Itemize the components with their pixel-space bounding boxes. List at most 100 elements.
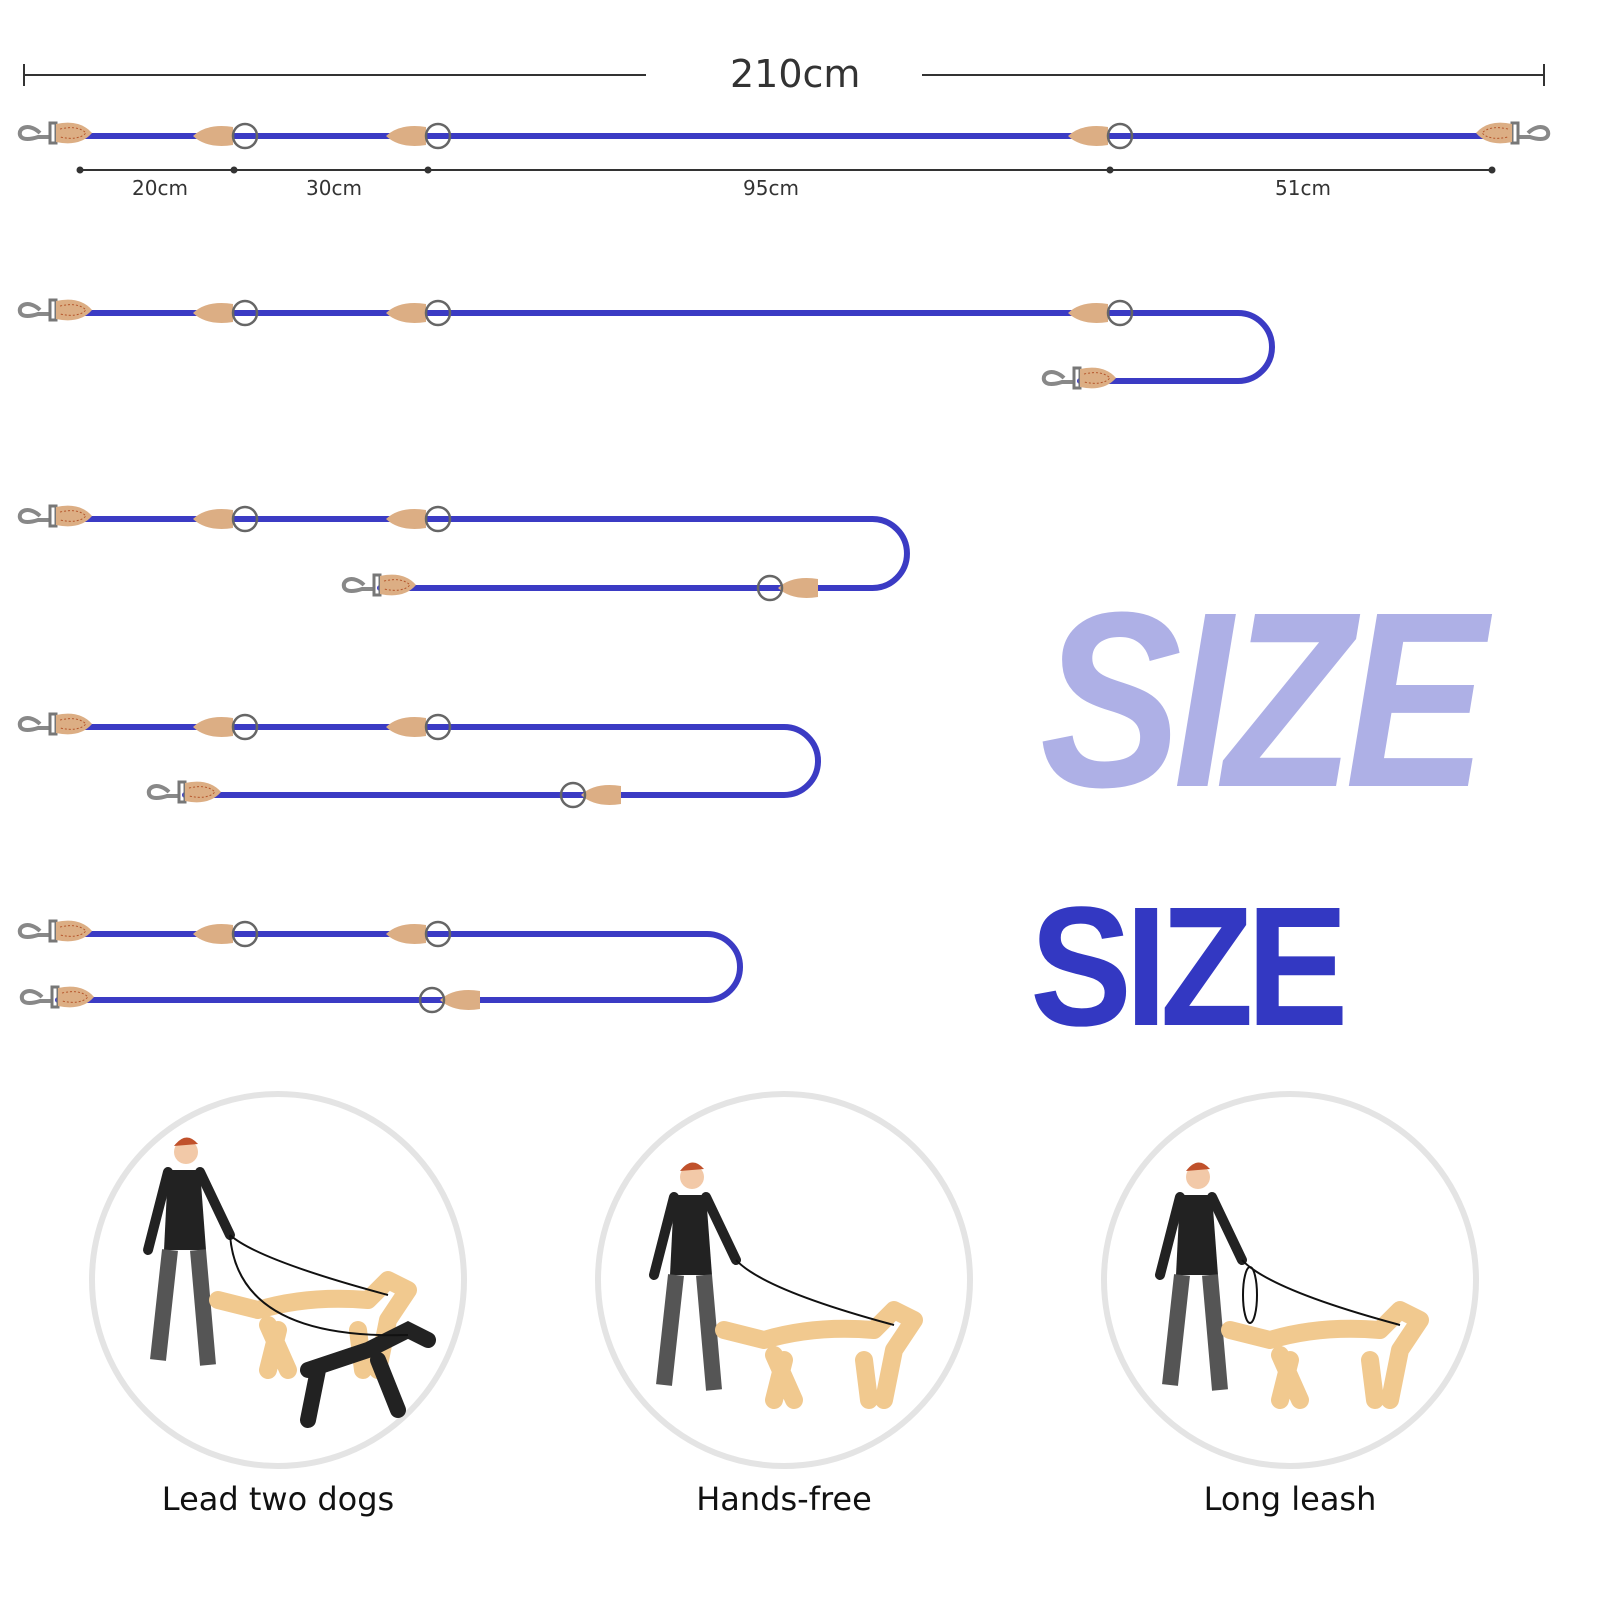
leather-end xyxy=(56,505,92,527)
swivel xyxy=(48,504,58,528)
swivel xyxy=(48,712,58,736)
mode-circle xyxy=(595,1091,973,1469)
o-ring xyxy=(231,122,259,150)
segment-length-4: 51cm xyxy=(1275,176,1331,200)
size-title: SIZE xyxy=(1030,872,1348,1062)
mode-circle xyxy=(89,1091,467,1469)
segment-length-1: 20cm xyxy=(132,176,188,200)
person-arms xyxy=(1155,1192,1247,1280)
o-ring xyxy=(418,986,446,1014)
size-title-outline: SIZE xyxy=(1040,560,1487,839)
leather-sleeve xyxy=(193,509,233,529)
person-head xyxy=(1186,1165,1210,1189)
o-ring xyxy=(424,713,452,741)
swivel xyxy=(1072,366,1082,390)
o-ring xyxy=(424,299,452,327)
snap-hook xyxy=(19,989,52,1005)
person-legs xyxy=(1162,1274,1228,1391)
mode-label-lead-two-dogs: Lead two dogs xyxy=(161,1480,395,1518)
swivel xyxy=(48,298,58,322)
clip-icon xyxy=(17,298,92,322)
rope xyxy=(57,310,1275,384)
segment-dot xyxy=(424,166,432,174)
mode-label-long-leash: Long leash xyxy=(1203,1480,1377,1518)
clip-icon xyxy=(1041,366,1116,390)
snap-hook xyxy=(17,302,50,318)
clip-icon xyxy=(17,712,92,736)
person-torso xyxy=(1176,1195,1218,1275)
mode-circle xyxy=(1101,1091,1479,1469)
stitching xyxy=(61,991,89,1003)
stitching xyxy=(1083,372,1111,384)
o-ring xyxy=(424,122,452,150)
snap-hook xyxy=(341,577,374,593)
swivel xyxy=(372,573,382,597)
leather-sleeve xyxy=(440,990,480,1010)
snap-hook xyxy=(1041,370,1074,386)
stitching xyxy=(59,718,87,730)
leather-sleeve xyxy=(778,578,818,598)
o-ring xyxy=(424,920,452,948)
stitching xyxy=(59,304,87,316)
leather-end xyxy=(56,299,92,321)
clip-icon xyxy=(146,780,221,804)
person-arms xyxy=(649,1192,741,1280)
o-ring xyxy=(231,713,259,741)
golden-dog xyxy=(715,1301,923,1409)
o-ring xyxy=(559,781,587,809)
o-ring xyxy=(231,920,259,948)
leather-end xyxy=(1080,367,1116,389)
snap-hook xyxy=(17,125,50,141)
leather-end xyxy=(56,122,92,144)
person-head xyxy=(680,1165,704,1189)
stitching xyxy=(59,127,87,139)
swivel xyxy=(48,121,58,145)
person-hair xyxy=(1186,1162,1210,1171)
clip-icon xyxy=(17,919,92,943)
snap-hook xyxy=(146,784,179,800)
person-legs xyxy=(150,1249,216,1366)
stitching xyxy=(59,925,87,937)
border-collie-dog xyxy=(300,1321,436,1428)
stitching xyxy=(1481,127,1509,139)
o-ring xyxy=(1106,299,1134,327)
leather-end xyxy=(58,986,94,1008)
clip-icon xyxy=(17,504,92,528)
segment-length-2: 30cm xyxy=(306,176,362,200)
person-legs xyxy=(656,1274,722,1391)
clip-icon xyxy=(341,573,416,597)
stitching xyxy=(188,786,216,798)
leather-sleeve xyxy=(193,924,233,944)
leather-end xyxy=(56,920,92,942)
o-ring xyxy=(231,505,259,533)
o-ring xyxy=(231,299,259,327)
leather-end xyxy=(380,574,416,596)
leather-sleeve xyxy=(581,785,621,805)
rope xyxy=(55,931,743,1003)
segment-dot xyxy=(76,166,84,174)
segment-length-3: 95cm xyxy=(743,176,799,200)
leather-sleeve xyxy=(386,924,426,944)
segment-dot xyxy=(230,166,238,174)
clip-icon xyxy=(17,121,92,145)
leash-line xyxy=(735,1259,895,1326)
snap-hook xyxy=(1518,125,1551,141)
stitching xyxy=(383,579,411,591)
leash-line xyxy=(229,1234,409,1337)
segment-dot xyxy=(1106,166,1114,174)
stitching xyxy=(59,510,87,522)
person-head xyxy=(174,1140,198,1164)
leather-end xyxy=(1476,122,1512,144)
leather-sleeve xyxy=(386,126,426,146)
total-length: 210cm xyxy=(730,52,861,96)
clip-icon xyxy=(1476,121,1551,145)
rope xyxy=(57,724,821,798)
leash-line xyxy=(229,1234,389,1296)
swivel xyxy=(50,985,60,1009)
person-torso xyxy=(164,1170,206,1250)
o-ring xyxy=(756,574,784,602)
rope xyxy=(57,516,910,591)
leather-sleeve xyxy=(386,303,426,323)
snap-hook xyxy=(17,716,50,732)
